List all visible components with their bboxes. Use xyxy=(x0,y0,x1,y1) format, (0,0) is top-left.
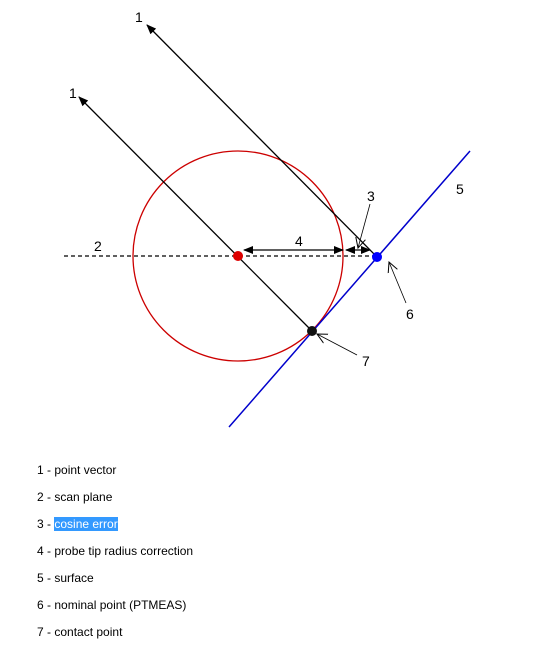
label-4: 4 xyxy=(295,233,303,249)
nominal-point xyxy=(372,252,382,262)
legend-text[interactable]: point vector xyxy=(54,463,117,477)
leader-7 xyxy=(317,334,358,356)
label-1-upper: 1 xyxy=(135,9,143,25)
legend-number: 4 xyxy=(37,544,44,558)
legend-number: 5 xyxy=(37,571,44,585)
legend-separator: - xyxy=(43,544,55,558)
point-vector-lower xyxy=(78,96,313,332)
legend-number: 7 xyxy=(37,625,44,639)
legend-text-selected[interactable]: cosine error xyxy=(54,517,118,531)
legend-separator: - xyxy=(43,571,55,585)
legend-separator: - xyxy=(43,463,55,477)
legend-item: 2 - scan plane xyxy=(37,488,193,515)
legend-item: 1 - point vector xyxy=(37,461,193,488)
label-2: 2 xyxy=(94,238,102,254)
legend-separator: - xyxy=(43,517,55,531)
legend-separator: - xyxy=(43,490,55,504)
probe-tip-circle xyxy=(132,150,344,362)
legend-separator: - xyxy=(43,625,55,639)
legend-number: 2 xyxy=(37,490,44,504)
label-1-lower: 1 xyxy=(69,85,77,101)
legend-text[interactable]: scan plane xyxy=(54,490,113,504)
legend-text[interactable]: contact point xyxy=(54,625,123,639)
probe-diagram: 1 1 2 3 4 5 6 7 xyxy=(64,9,471,428)
legend-text[interactable]: probe tip radius correction xyxy=(54,544,194,558)
surface-line xyxy=(228,150,471,428)
contact-point xyxy=(307,326,317,336)
legend-number: 3 xyxy=(37,517,44,531)
center-point xyxy=(233,251,243,261)
label-5: 5 xyxy=(456,181,464,197)
legend-number: 1 xyxy=(37,463,44,477)
label-6: 6 xyxy=(406,306,414,322)
legend-number: 6 xyxy=(37,598,44,612)
leader-3 xyxy=(358,203,371,248)
legend-separator: - xyxy=(43,598,55,612)
label-3: 3 xyxy=(367,188,375,204)
leader-6 xyxy=(389,262,407,304)
label-7: 7 xyxy=(362,353,370,369)
legend-text[interactable]: nominal point (PTMEAS) xyxy=(54,598,187,612)
legend-item: 7 - contact point xyxy=(37,623,193,650)
legend-item: 3 - cosine error xyxy=(37,515,193,542)
legend-item: 4 - probe tip radius correction xyxy=(37,542,193,569)
point-vector-upper xyxy=(146,24,378,258)
legend-list: 1 - point vector 2 - scan plane 3 - cosi… xyxy=(37,461,193,650)
legend-text[interactable]: surface xyxy=(54,571,94,585)
legend-item: 6 - nominal point (PTMEAS) xyxy=(37,596,193,623)
legend-item: 5 - surface xyxy=(37,569,193,596)
